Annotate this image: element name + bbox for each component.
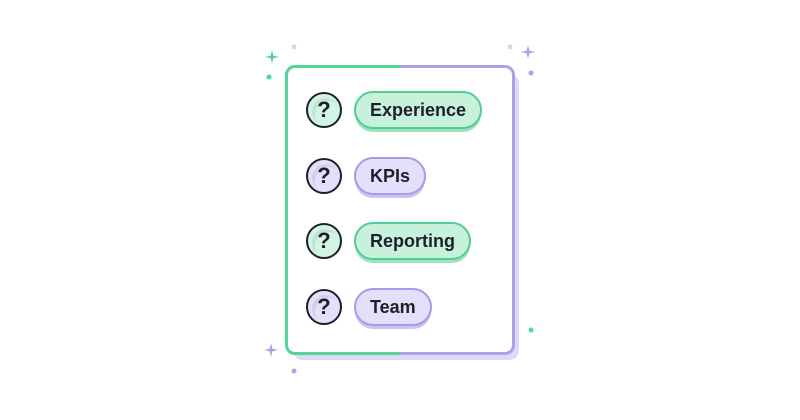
list-item-experience: ? Experience — [306, 89, 483, 131]
list-item-team: ? Team — [306, 286, 432, 328]
decor-dot — [528, 70, 534, 76]
tag-reporting: Reporting — [354, 222, 471, 260]
decor-dot — [528, 327, 534, 333]
tag-experience: Experience — [354, 91, 483, 129]
sparkle-icon — [521, 45, 535, 59]
decor-dot — [291, 368, 297, 374]
question-mark-icon: ? — [306, 223, 342, 259]
list-item-reporting: ? Reporting — [306, 220, 471, 262]
question-mark-icon: ? — [306, 92, 342, 128]
sparkle-icon — [264, 343, 278, 357]
decor-dot — [291, 44, 297, 50]
list-item-kpis: ? KPIs — [306, 155, 427, 197]
question-mark-icon: ? — [306, 289, 342, 325]
decor-dot — [507, 44, 513, 50]
decor-dot — [266, 74, 272, 80]
question-mark-icon: ? — [306, 158, 342, 194]
sparkle-icon — [265, 50, 279, 64]
tag-kpis: KPIs — [354, 157, 427, 195]
tag-team: Team — [354, 288, 432, 326]
